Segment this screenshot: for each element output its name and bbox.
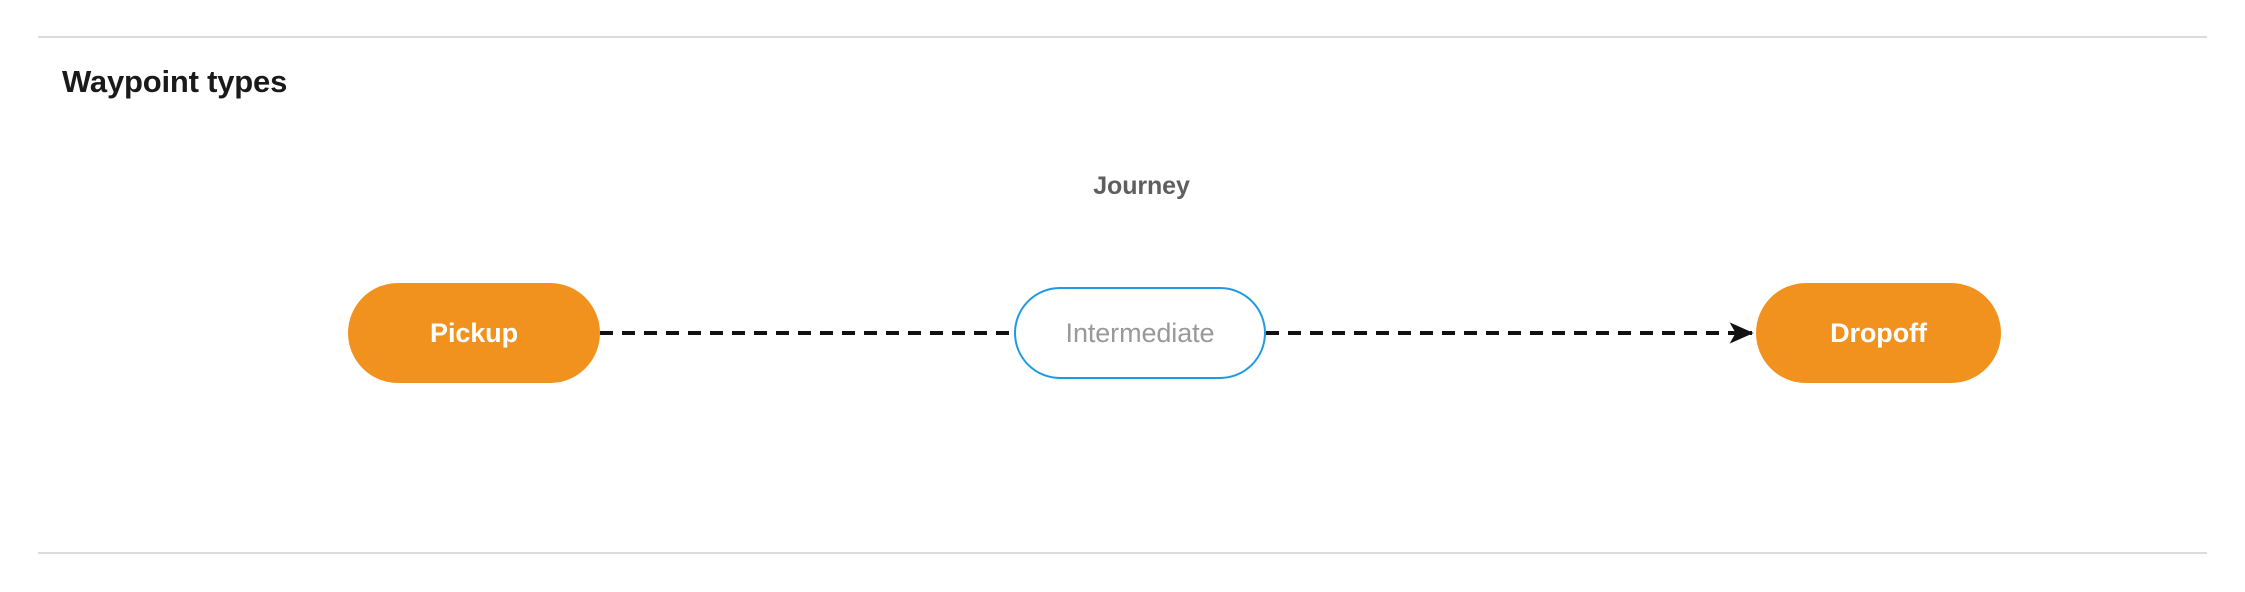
divider-top: [38, 36, 2207, 38]
page-title: Waypoint types: [62, 64, 288, 99]
waypoint-node-pickup-label: Pickup: [430, 317, 518, 348]
waypoint-node-intermediate[interactable]: Intermediate: [1014, 287, 1266, 379]
divider-bottom: [38, 552, 2207, 554]
waypoint-node-dropoff-label: Dropoff: [1830, 317, 1927, 348]
waypoint-node-intermediate-label: Intermediate: [1065, 317, 1215, 348]
waypoint-flow-diagram: Pickup Intermediate Dropoff: [0, 283, 2245, 387]
waypoint-node-dropoff[interactable]: Dropoff: [1756, 283, 2001, 383]
journey-group-label-text: Journey: [1093, 172, 1190, 200]
connector-layer: [600, 322, 1754, 344]
journey-group-label: Journey: [0, 172, 2245, 201]
waypoint-node-pickup[interactable]: Pickup: [348, 283, 600, 383]
